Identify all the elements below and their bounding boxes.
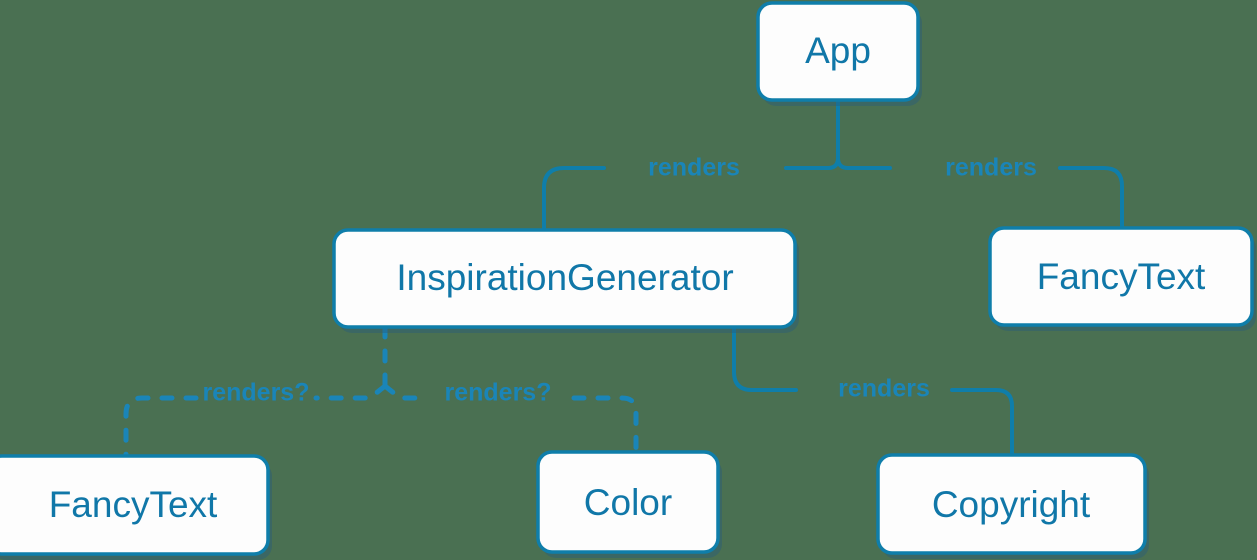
edge-app-stem-right bbox=[836, 156, 892, 170]
edge-label-inspiration-to-copyright: renders bbox=[838, 375, 930, 403]
edge-inspiration-to-fancytext-bottom-2 bbox=[123, 395, 199, 459]
node-inspiration-generator-label: InspirationGenerator bbox=[396, 257, 733, 298]
node-app-label: App bbox=[805, 30, 871, 71]
edge-inspiration-to-color bbox=[382, 383, 425, 401]
node-color[interactable]: Color bbox=[536, 450, 722, 558]
edge-label-inspiration-to-color: renders? bbox=[445, 379, 552, 407]
node-app[interactable]: App bbox=[756, 1, 922, 106]
edge-inspiration-to-copyright bbox=[950, 388, 1014, 457]
node-color-box bbox=[536, 450, 720, 554]
node-fancytext-bottom[interactable]: FancyText bbox=[0, 454, 272, 560]
node-color-label: Color bbox=[584, 482, 672, 523]
edge-inspiration-to-fancytext-bottom bbox=[313, 383, 388, 401]
node-inspiration-generator-box bbox=[332, 228, 797, 329]
node-fancytext-bottom-box bbox=[0, 454, 270, 556]
edge-label-inspiration-to-fancytext-bottom: renders? bbox=[203, 379, 310, 407]
node-copyright[interactable]: Copyright bbox=[876, 453, 1149, 559]
edge-label-app-to-inspiration: renders bbox=[648, 154, 740, 182]
node-fancytext-top-box bbox=[988, 226, 1254, 327]
node-fancytext-top-label: FancyText bbox=[1037, 256, 1206, 297]
edge-label-app-to-fancytext: renders bbox=[945, 154, 1037, 182]
node-copyright-box bbox=[876, 453, 1147, 555]
node-fancytext-bottom-label: FancyText bbox=[49, 484, 218, 525]
node-app-box bbox=[756, 1, 920, 102]
edge-inspiration-to-copyright-stem bbox=[732, 325, 798, 392]
edge-inspiration-to-color-2 bbox=[571, 395, 639, 455]
node-copyright-label: Copyright bbox=[932, 484, 1091, 525]
edge-app-to-fancytext bbox=[1058, 166, 1124, 230]
node-fancytext-top[interactable]: FancyText bbox=[988, 226, 1256, 331]
edge-app-to-inspiration bbox=[542, 166, 606, 232]
node-inspiration-generator[interactable]: InspirationGenerator bbox=[332, 228, 799, 333]
edge-app-stem bbox=[784, 98, 840, 170]
